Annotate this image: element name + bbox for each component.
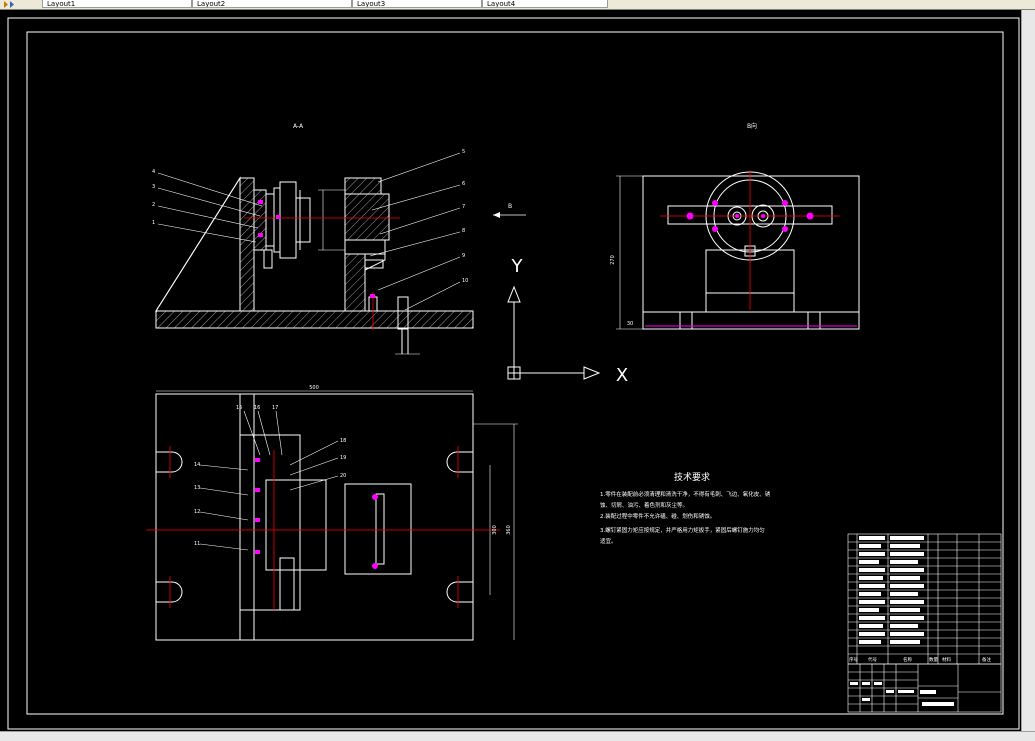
svg-text:序号: 序号 <box>849 656 858 663</box>
section-centerlines <box>244 217 400 330</box>
svg-text:17: 17 <box>272 405 278 411</box>
section-label: A-A <box>293 123 304 130</box>
tab-layout4[interactable]: Layout4 <box>482 0 608 8</box>
svg-text:4: 4 <box>152 169 155 175</box>
svg-text:5: 5 <box>462 149 465 155</box>
svg-text:16: 16 <box>254 405 260 411</box>
parts-list <box>847 533 1002 665</box>
plan-highlights <box>255 458 378 569</box>
svg-text:12: 12 <box>194 509 200 515</box>
ucs-x-label: X <box>616 365 628 386</box>
section-view <box>155 176 474 355</box>
svg-text:18: 18 <box>340 438 346 444</box>
svg-text:10: 10 <box>462 278 468 284</box>
inner-frame <box>26 31 1004 715</box>
vertical-scrollbar[interactable] <box>1021 10 1035 731</box>
dim-height-right: 270 <box>610 255 616 265</box>
svg-text:8: 8 <box>462 228 465 234</box>
section-leaders <box>157 152 461 311</box>
svg-text:材料: 材料 <box>942 656 951 663</box>
plan-view <box>155 390 518 641</box>
outer-frame <box>7 17 1020 730</box>
title-block-fill <box>850 682 954 706</box>
dim-depth-b: 360 <box>506 525 512 535</box>
tab-layout3[interactable]: Layout3 <box>352 0 482 8</box>
svg-text:蚀、切屑、油污、着色剂和灰尘等。: 蚀、切屑、油污、着色剂和灰尘等。 <box>600 501 688 509</box>
parts-list-fill <box>859 536 924 644</box>
svg-text:1.零件在装配前必须清理和清洗干净，不得有毛刺、飞边、氧化皮: 1.零件在装配前必须清理和清洗干净，不得有毛刺、飞边、氧化皮、锈 <box>600 490 771 498</box>
side-view-label: B向 <box>747 122 757 130</box>
svg-text:15: 15 <box>236 405 242 411</box>
drawing-canvas[interactable]: A-A <box>0 10 1021 731</box>
ucs-y-label: Y <box>511 256 524 277</box>
view-arrow-head <box>493 212 500 218</box>
tech-lines: 1.零件在装配前必须清理和清洗干净，不得有毛刺、飞边、氧化皮、锈 蚀、切屑、油污… <box>600 490 771 545</box>
title-block <box>847 663 1002 713</box>
section-balloons: 4 3 2 1 5 6 7 8 9 10 <box>152 149 468 284</box>
view-arrow-letter: B <box>508 203 512 210</box>
svg-text:9: 9 <box>462 253 465 259</box>
svg-text:名称: 名称 <box>903 656 912 663</box>
svg-text:6: 6 <box>462 181 465 187</box>
svg-text:19: 19 <box>340 455 346 461</box>
tab-layout2[interactable]: Layout2 <box>192 0 352 8</box>
drawing-svg: A-A <box>7 17 1020 730</box>
dim-overall-width: 500 <box>309 385 319 391</box>
svg-text:13: 13 <box>194 485 200 491</box>
tech-title: 技术要求 <box>674 471 710 483</box>
svg-text:适宜。: 适宜。 <box>600 537 617 545</box>
svg-text:11: 11 <box>194 541 200 547</box>
svg-text:3: 3 <box>152 184 155 190</box>
side-highlights <box>686 200 814 232</box>
ucs-icon <box>507 285 601 380</box>
nav-arrows-icon[interactable] <box>2 0 16 9</box>
svg-text:7: 7 <box>462 204 465 210</box>
svg-text:代号: 代号 <box>868 656 877 663</box>
svg-text:2: 2 <box>152 202 155 208</box>
dim-base-thk: 30 <box>627 321 633 327</box>
side-view <box>616 171 860 330</box>
svg-text:3.螺钉紧固力矩应按规定，并严格用力矩扳手，紧固后螺钉施力均: 3.螺钉紧固力矩应按规定，并严格用力矩扳手，紧固后螺钉施力均匀 <box>600 526 765 534</box>
svg-text:数量: 数量 <box>929 656 938 663</box>
parts-list-headers: 序号 代号 名称 数量 材料 备注 <box>849 656 991 663</box>
svg-text:14: 14 <box>194 462 200 468</box>
side-centerlines <box>660 170 840 310</box>
dim-depth-a: 300 <box>492 525 498 535</box>
svg-text:备注: 备注 <box>982 656 991 663</box>
layout-tab-bar: Layout1 Layout2 Layout3 Layout4 <box>0 0 1035 10</box>
svg-text:2.装配过程中零件不允许磕、碰、划伤和锈蚀。: 2.装配过程中零件不允许磕、碰、划伤和锈蚀。 <box>600 512 715 520</box>
section-highlights <box>258 200 375 298</box>
tab-layout1[interactable]: Layout1 <box>42 0 192 8</box>
svg-text:1: 1 <box>152 220 155 226</box>
plan-balloons: 15 16 17 14 13 12 11 18 19 20 <box>194 405 346 547</box>
plan-centerlines <box>146 446 500 610</box>
plan-leaders <box>199 410 339 551</box>
svg-text:20: 20 <box>340 473 346 479</box>
horizontal-scrollbar[interactable] <box>0 731 1035 741</box>
